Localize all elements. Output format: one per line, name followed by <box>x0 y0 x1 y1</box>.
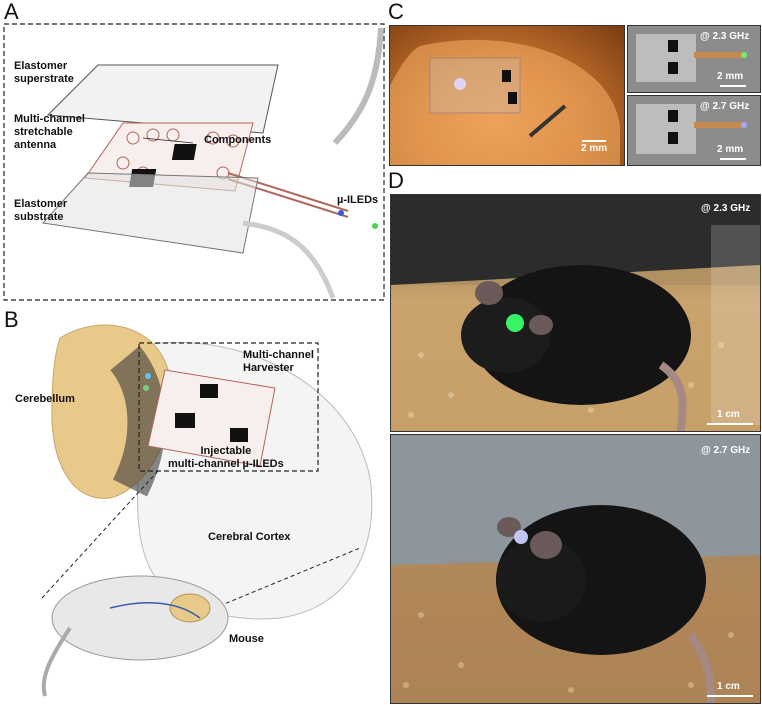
finger-device-photo: 2 mm <box>389 25 625 166</box>
device-photo-2-3ghz: @ 2.3 GHz 2 mm <box>627 25 761 93</box>
green-iled <box>372 223 378 229</box>
scale-bar-d-bottom <box>707 695 753 697</box>
green-led-glow <box>506 314 524 332</box>
label-cerebellum: Cerebellum <box>15 393 75 405</box>
panel-b-figure <box>30 318 386 702</box>
panel-letter-a: A <box>4 0 19 24</box>
elastomer-superstrate-layer <box>46 64 279 134</box>
mouse-photo-2-3ghz: @ 2.3 GHz 1 cm <box>390 194 761 432</box>
scale-bar-2-3ghz <box>720 85 746 87</box>
blue-led-glow <box>514 530 528 544</box>
brain-implant-illustration <box>41 324 373 697</box>
label-elastomer-substrate: Elastomer substrate <box>14 198 68 223</box>
label-multichannel-harvester: Multi-channel Harvester <box>243 349 314 374</box>
harvester-chip-2 <box>175 413 195 428</box>
finger-scale-bar <box>582 140 606 142</box>
harvester-chip-3 <box>230 428 248 442</box>
freq-label-d-2-7ghz: @ 2.7 GHz <box>701 445 751 456</box>
freq-label-2-7ghz: @ 2.7 GHz <box>700 101 750 112</box>
scale-label-2-7ghz: 2 mm <box>717 144 744 155</box>
stretchable-antenna-illustration <box>3 23 385 301</box>
device-tail <box>332 27 384 146</box>
scale-label-d-bottom: 1 cm <box>717 681 740 692</box>
scale-bar-2-7ghz <box>720 158 746 160</box>
finger-scale-label: 2 mm <box>581 143 608 154</box>
scale-bar-d-top <box>707 423 753 425</box>
panel-letter-b: B <box>4 307 19 332</box>
harvester-chip-1 <box>200 384 218 398</box>
label-multichannel-antenna: Multi-channel stretchable antenna <box>14 113 85 151</box>
device-photo-2-7ghz: @ 2.7 GHz 2 mm <box>627 95 761 166</box>
zoom-box <box>138 342 319 472</box>
label-cerebral-cortex: Cerebral Cortex <box>208 531 291 543</box>
elastomer-substrate-layer <box>42 172 259 254</box>
panel-letter-d: D <box>388 168 404 193</box>
label-elastomer-superstrate: Elastomer superstrate <box>14 60 74 85</box>
chip-component-1 <box>171 144 197 160</box>
mouse-photo-2-7ghz: @ 2.7 GHz 1 cm <box>390 434 761 704</box>
scale-label-2-3ghz: 2 mm <box>717 71 744 82</box>
blue-iled <box>338 210 344 216</box>
mouse-silhouette <box>471 265 691 405</box>
led-glow <box>454 78 466 90</box>
freq-label-d-2-3ghz: @ 2.3 GHz <box>701 203 751 214</box>
panel-letter-c: C <box>388 0 404 24</box>
label-iled: µ-ILEDs <box>337 194 379 206</box>
freq-label-2-3ghz: @ 2.3 GHz <box>700 31 750 42</box>
panel-a-figure <box>3 23 385 301</box>
label-components: Components <box>204 134 272 146</box>
label-injectable-iled: Injectable multi-channel µ-ILEDs <box>168 445 284 470</box>
scale-label-d-top: 1 cm <box>717 409 740 420</box>
label-mouse: Mouse <box>229 633 264 645</box>
